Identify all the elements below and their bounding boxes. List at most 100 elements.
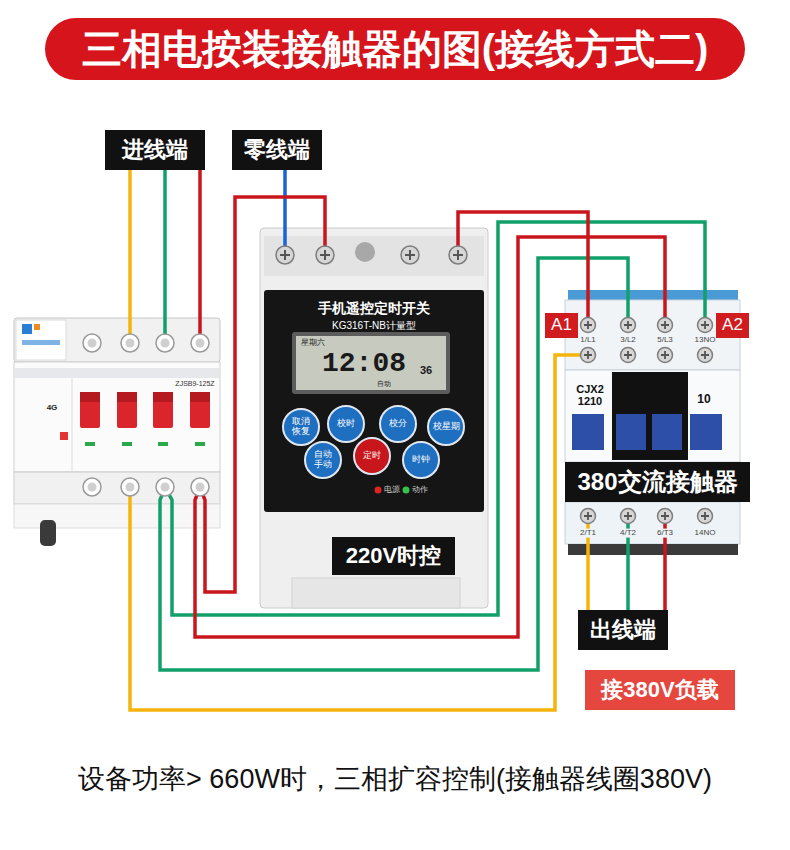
button-label: 定时 (363, 451, 381, 461)
circuit-breaker-body (80, 392, 100, 428)
terminal-screw (698, 509, 713, 524)
wire-stub (130, 228, 705, 555)
timer-switch-body (375, 487, 382, 494)
terminal-mark: 14NO (694, 529, 717, 538)
network-mark: 4G (47, 404, 58, 413)
timer-switch-body (260, 228, 488, 608)
weekday: 星期六 (301, 339, 325, 348)
circuit-breaker-body (85, 442, 95, 446)
terminal-screw (581, 318, 596, 333)
terminal-screw (121, 334, 139, 352)
coil-terminal-tag: A1 (545, 313, 578, 338)
tag-text: A2 (722, 316, 743, 335)
tag-text: 接380V负载 (601, 678, 718, 702)
terminal-screw (621, 348, 636, 363)
circuit-breaker-body (122, 442, 132, 446)
tag-text: 进线端 (122, 138, 188, 162)
contactor-body (652, 414, 682, 450)
device-tag: 380交流接触器 (565, 462, 750, 502)
circuit-breaker-body (158, 442, 168, 446)
wire (160, 258, 628, 670)
terminal-mark: 4/T2 (619, 529, 637, 538)
clock-digits: 12:08 (322, 350, 406, 378)
circuit-breaker-body (15, 368, 219, 378)
control-button: 自动 手动 (304, 441, 342, 479)
circuit-breaker: 4G ZJSB9-125Z (12, 312, 222, 530)
circuit-breaker-body (195, 442, 205, 446)
timer-switch-body (264, 290, 484, 512)
contactor-body (565, 370, 740, 462)
contactor-body (565, 290, 740, 555)
title-text: 三相电按装接触器的图(接线方式二) (82, 27, 709, 71)
control-button: 时钟 (402, 441, 440, 479)
wire (586, 555, 590, 610)
terminal-screw (581, 348, 596, 363)
circuit-breaker-body (153, 392, 173, 428)
tag-text: 380交流接触器 (577, 469, 737, 495)
terminal-mark: 1/L1 (580, 336, 596, 345)
tag-text: A1 (551, 316, 572, 335)
model-number: KG316T-NB计量型 (332, 320, 416, 331)
wire (198, 170, 202, 312)
timer-switch-body (264, 236, 484, 276)
contactor-body (572, 414, 604, 450)
circuit-breaker-body (16, 320, 66, 360)
circuit-breaker-body (190, 392, 210, 428)
terminal-screw (191, 334, 209, 352)
terminal-mark: 3/L2 (620, 336, 636, 345)
tag-text: 零线端 (244, 138, 310, 162)
wire (458, 212, 588, 290)
control-button: 校时 (327, 405, 365, 443)
contactor-body (565, 300, 740, 370)
model-number: ZJSB9-125Z (175, 380, 214, 388)
circuit-breaker-body (80, 392, 100, 402)
button-label: 校分 (389, 419, 407, 429)
terminal-screw (191, 478, 209, 496)
terminal-tag: 出线端 (578, 610, 668, 650)
timer-switch-body (260, 228, 488, 608)
lcd-display: 星期六12:0836自动 (296, 336, 446, 390)
tag-text: 出线端 (590, 618, 656, 642)
contact-code: 10 (697, 393, 710, 406)
circuit-breaker-body (14, 362, 220, 472)
wire (130, 355, 565, 710)
circuit-breaker-body (117, 392, 137, 428)
contactor-body (690, 414, 722, 450)
caption-text: 设备功率> 660W时，三相扩容控制(接触器线圈380V) (78, 765, 712, 795)
terminal-screw (621, 509, 636, 524)
load-tag: 接380V负载 (585, 670, 735, 710)
button-label: 校时 (337, 419, 355, 429)
timer-switch: 手机遥控定时开关KG316T-NB计量型电源动作星期六12:0836自动取消 恢… (258, 228, 490, 610)
circuit-breaker-body (72, 378, 73, 472)
button-label: 校星期 (433, 422, 460, 432)
control-button: 取消 恢复 (282, 408, 320, 446)
terminal-mark: 6/T3 (656, 529, 674, 538)
indicator-label: 动作 (412, 486, 428, 495)
control-button: 校星期 (427, 408, 465, 446)
circuit-breaker-body (14, 472, 220, 504)
button-label: 自动 手动 (314, 450, 333, 470)
terminal-screw (658, 318, 673, 333)
ac-contactor: 1/L13/L25/L313NOCJX2 1210102/T14/T26/T31… (565, 290, 740, 555)
device-title: 手机遥控定时开关 (318, 301, 430, 316)
wire (195, 237, 665, 637)
contactor-body (612, 372, 688, 460)
terminal-tag: 进线端 (105, 130, 205, 170)
timer-switch-body (292, 578, 460, 608)
terminal-screw (698, 318, 713, 333)
voltage-tag: 220V时控 (332, 537, 455, 575)
seconds: 36 (420, 364, 432, 376)
terminal-screw (449, 246, 467, 264)
terminal-screw (316, 246, 334, 264)
timer-switch-body (355, 242, 375, 262)
contactor-body (565, 502, 740, 544)
terminal-mark: 2/T1 (579, 529, 597, 538)
control-button: 定时 (353, 437, 391, 475)
terminal-screw (658, 509, 673, 524)
wire (172, 222, 705, 615)
wire (283, 170, 287, 228)
caption-row: 设备功率> 660W时，三相扩容控制(接触器线圈380V) (0, 758, 790, 802)
terminal-screw (401, 246, 419, 264)
terminal-screw (121, 478, 139, 496)
